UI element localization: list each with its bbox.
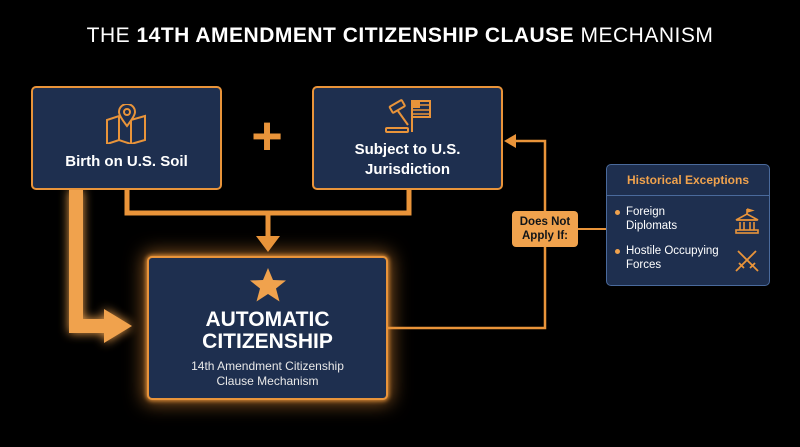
- page-title: THE 14TH AMENDMENT CITIZENSHIP CLAUSE ME…: [0, 24, 800, 48]
- exception-forces-line2: Forces: [626, 259, 662, 271]
- result-title-line2: CITIZENSHIP: [202, 330, 333, 353]
- does-not-apply-line1: Does Not: [519, 216, 571, 228]
- exception-forces-line1: Hostile Occupying: [626, 245, 719, 257]
- exception-item-diplomats: Foreign Diplomats: [615, 205, 765, 239]
- birth-on-soil-box: Birth on U.S. Soil: [31, 86, 222, 190]
- star-icon: [249, 267, 287, 303]
- plus-operator: +: [251, 106, 283, 166]
- exception-diplomats-line1: Foreign: [626, 206, 665, 218]
- exception-diplomats-line2: Diplomats: [626, 220, 678, 232]
- jurisdiction-box: Subject to U.S. Jurisdiction: [312, 86, 503, 190]
- result-subtitle-line1: 14th Amendment Citizenship: [191, 359, 344, 373]
- crossed-swords-icon: [733, 246, 761, 274]
- embassy-building-icon: [733, 207, 761, 235]
- exception-loop-arrowhead: [504, 134, 516, 148]
- jurisdiction-label-line1: Subject to U.S.: [354, 141, 461, 158]
- gavel-flag-icon: [382, 96, 434, 136]
- map-pin-icon: [101, 103, 153, 146]
- automatic-citizenship-box: AUTOMATIC CITIZENSHIP 14th Amendment Cit…: [147, 256, 388, 400]
- jurisdiction-label-line2: Jurisdiction: [364, 161, 450, 178]
- title-prefix: THE: [86, 24, 137, 47]
- merge-connector: [124, 190, 412, 216]
- direct-path-arrow: [69, 190, 132, 343]
- bullet-dot: [615, 249, 620, 254]
- does-not-apply-badge: Does Not Apply If:: [512, 211, 578, 247]
- title-bold: 14TH AMENDMENT CITIZENSHIP CLAUSE: [136, 24, 575, 47]
- title-suffix: MECHANISM: [574, 24, 714, 47]
- result-subtitle-line2: Clause Mechanism: [216, 374, 319, 388]
- result-title-line1: AUTOMATIC: [205, 308, 330, 331]
- birth-on-soil-label: Birth on U.S. Soil: [65, 153, 188, 170]
- exceptions-header: Historical Exceptions: [607, 165, 769, 196]
- bullet-dot: [615, 210, 620, 215]
- does-not-apply-line2: Apply If:: [521, 230, 568, 242]
- merge-arrowhead: [256, 236, 280, 252]
- historical-exceptions-panel: Historical Exceptions Foreign Diplomats …: [606, 164, 770, 286]
- exception-item-hostile-forces: Hostile Occupying Forces: [615, 244, 765, 278]
